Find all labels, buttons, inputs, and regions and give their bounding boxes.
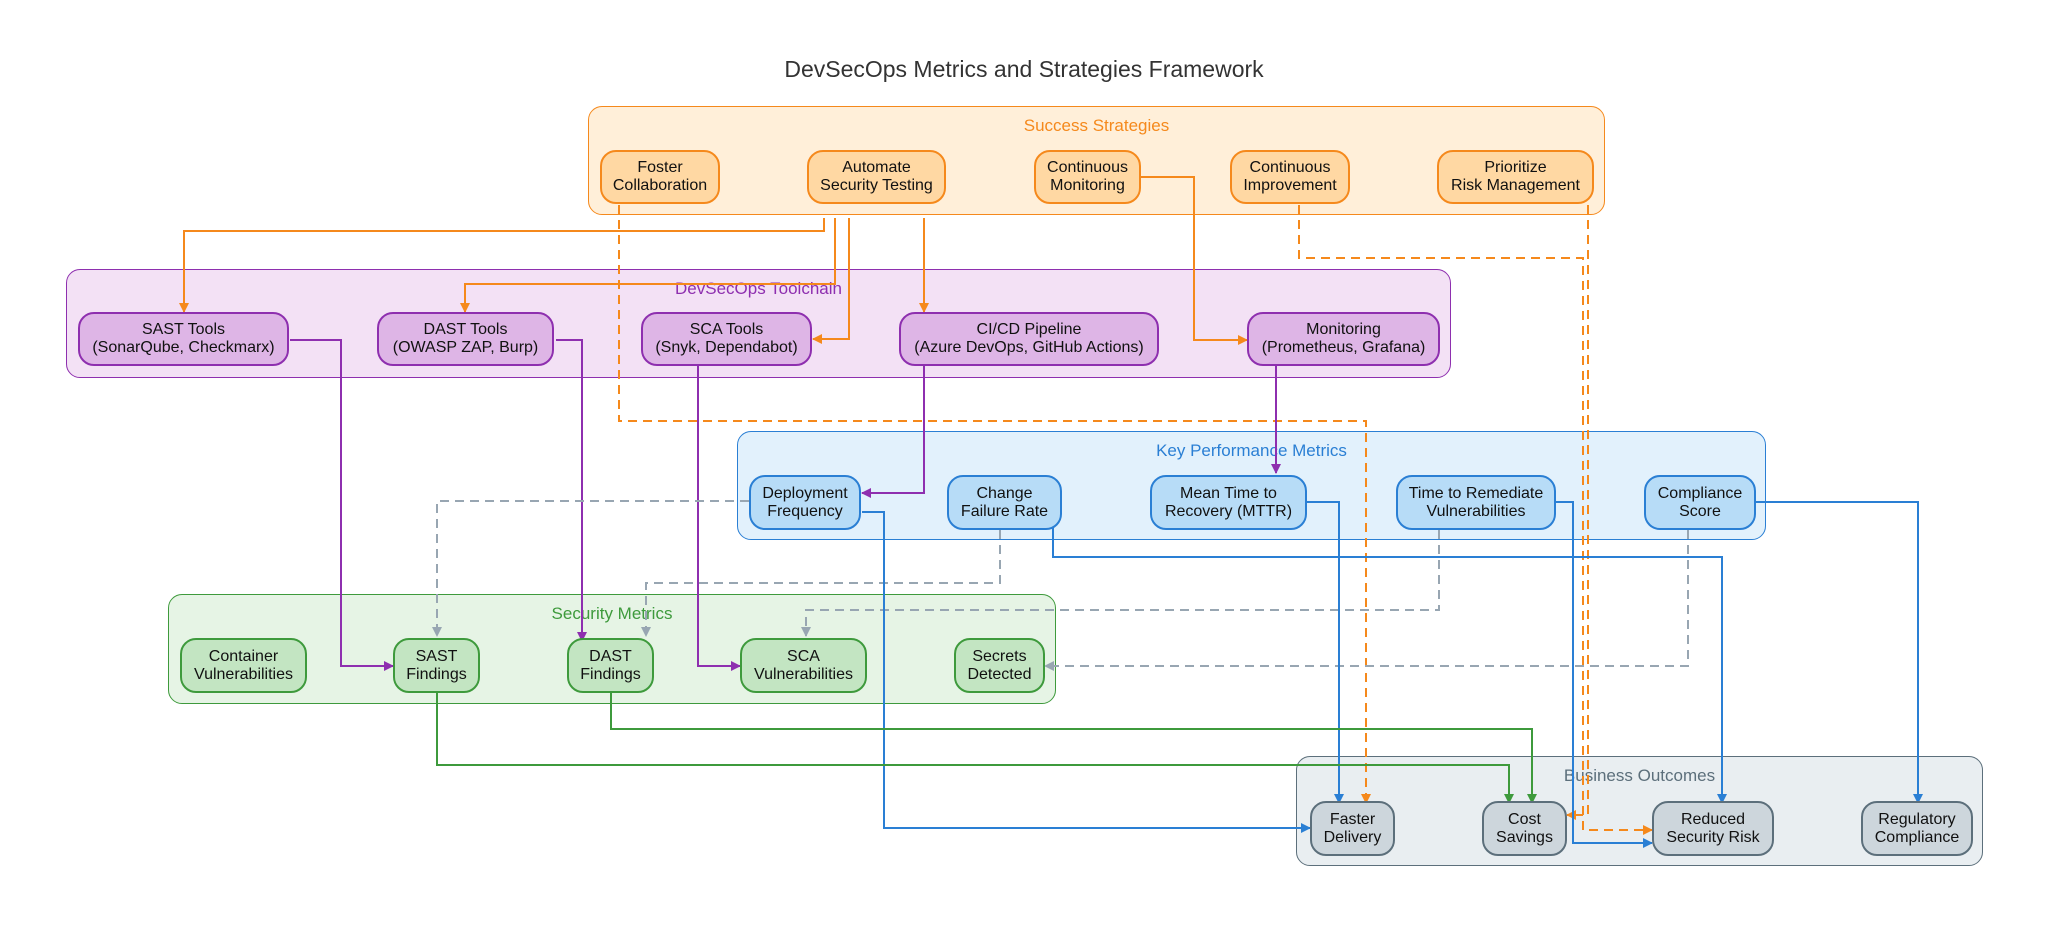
- node-time-to-remediate[interactable]: Time to Remediate Vulnerabilities: [1396, 475, 1556, 530]
- node-cicd-pipeline[interactable]: CI/CD Pipeline (Azure DevOps, GitHub Act…: [899, 312, 1159, 366]
- edge-prioritize-to-cost-savings: [1566, 205, 1589, 820]
- node-faster-delivery[interactable]: Faster Delivery: [1310, 801, 1395, 856]
- edge-ttr-vuln-to-sca-vuln: [801, 530, 1440, 637]
- edge-foster-to-faster-delivery: [618, 205, 1371, 804]
- node-automate-security-testing[interactable]: Automate Security Testing: [807, 150, 946, 204]
- edge-sca-tools-to-sca-vuln: [697, 366, 741, 671]
- node-prioritize-risk-management[interactable]: Prioritize Risk Management: [1437, 150, 1594, 204]
- node-sca-vulnerabilities[interactable]: SCA Vulnerabilities: [740, 638, 867, 693]
- node-mttr[interactable]: Mean Time to Recovery (MTTR): [1150, 475, 1307, 530]
- node-container-vulnerabilities[interactable]: Container Vulnerabilities: [180, 638, 307, 693]
- node-foster-collaboration[interactable]: Foster Collaboration: [600, 150, 720, 204]
- node-sast-findings[interactable]: SAST Findings: [393, 638, 480, 693]
- node-sca-tools[interactable]: SCA Tools (Snyk, Dependabot): [641, 312, 812, 366]
- edge-contimp-to-reduced-risk: [1298, 205, 1653, 835]
- edge-deploy-freq-to-sast-findings: [432, 500, 749, 637]
- edge-sast-tools-to-sast-findings: [290, 339, 394, 671]
- node-reduced-security-risk[interactable]: Reduced Security Risk: [1652, 801, 1774, 856]
- edge-compliance-to-reg-compliance: [1756, 501, 1923, 804]
- node-compliance-score[interactable]: Compliance Score: [1644, 475, 1756, 530]
- edge-dast-tools-to-dast-findings: [556, 339, 587, 642]
- edge-deploy-freq-to-faster-delivery: [862, 511, 1311, 833]
- node-monitoring[interactable]: Monitoring (Prometheus, Grafana): [1247, 312, 1440, 366]
- edge-dast-findings-to-cost-savings: [610, 693, 1537, 804]
- node-continuous-improvement[interactable]: Continuous Improvement: [1230, 150, 1350, 204]
- edge-contmon-to-monitoring: [1140, 176, 1248, 345]
- edge-automate-to-dast-tools: [460, 218, 836, 313]
- cluster-label: Success Strategies: [1023, 116, 1170, 135]
- edge-automate-to-sast-tools: [179, 218, 825, 313]
- node-change-failure-rate[interactable]: Change Failure Rate: [947, 475, 1062, 530]
- node-regulatory-compliance[interactable]: Regulatory Compliance: [1861, 801, 1973, 856]
- node-cost-savings[interactable]: Cost Savings: [1482, 801, 1567, 856]
- edge-sast-findings-to-cost-savings: [436, 693, 1514, 804]
- node-dast-tools[interactable]: DAST Tools (OWASP ZAP, Burp): [377, 312, 554, 366]
- edge-compliance-to-secrets: [1044, 530, 1689, 671]
- cluster-label: Business Outcomes: [1563, 766, 1716, 785]
- node-dast-findings[interactable]: DAST Findings: [567, 638, 654, 693]
- edge-mttr-to-faster-delivery: [1306, 501, 1344, 804]
- diagram-title: DevSecOps Metrics and Strategies Framewo…: [784, 56, 1264, 82]
- node-deployment-frequency[interactable]: Deployment Frequency: [749, 475, 861, 530]
- cluster-label: Key Performance Metrics: [1156, 441, 1347, 460]
- edge-ttr-vuln-to-reduced-risk: [1556, 501, 1653, 848]
- node-continuous-monitoring[interactable]: Continuous Monitoring: [1034, 150, 1141, 204]
- edge-cicd-to-deploy-freq: [861, 366, 925, 498]
- node-sast-tools[interactable]: SAST Tools (SonarQube, Checkmarx): [78, 312, 289, 366]
- edge-change-fail-to-reduced-risk: [1052, 518, 1727, 804]
- edge-automate-to-sca-tools: [812, 218, 850, 344]
- node-secrets-detected[interactable]: Secrets Detected: [954, 638, 1045, 693]
- edge-change-fail-to-dast-findings: [641, 530, 1001, 637]
